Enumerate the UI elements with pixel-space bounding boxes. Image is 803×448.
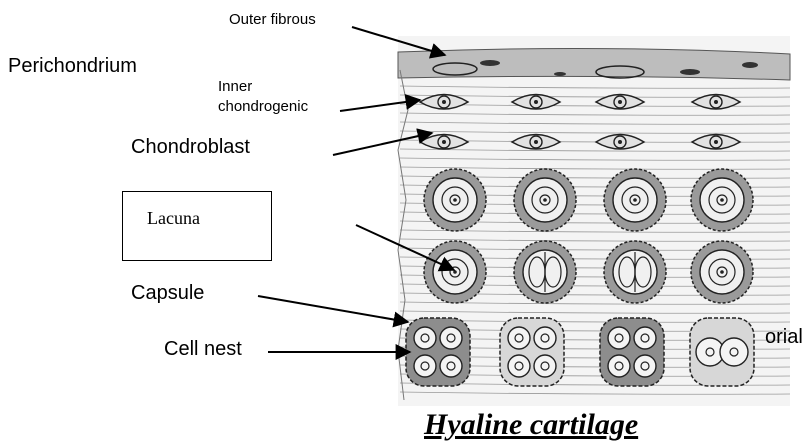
label-outer-fibrous: Outer fibrous [229,12,316,28]
chondrocyte-in-lacuna [691,169,753,231]
chondrocyte-in-lacuna [424,169,486,231]
label-perichondrium: Perichondrium [8,55,137,77]
diagram-title: Hyaline cartilage [424,408,638,442]
label-chondroblast: Chondroblast [131,136,250,158]
chondrocyte-in-lacuna [604,241,666,303]
cell-nest-group [600,318,664,386]
label-cut-off: orial [765,326,803,348]
label-inner-line1: Inner [218,79,252,95]
lacuna-label-box: Lacuna [122,191,272,261]
chondrocyte-in-lacuna [514,241,576,303]
label-inner-line2: chondrogenic [218,99,308,115]
cell-nest-group [406,318,470,386]
label-cell-nest: Cell nest [164,338,242,360]
chondrocyte-in-lacuna [514,169,576,231]
cell-nest-group [690,318,754,386]
arrow-capsule [258,296,408,322]
label-capsule: Capsule [131,282,204,304]
label-lacuna: Lacuna [147,208,200,229]
cell-nest-group [500,318,564,386]
chondrocyte-in-lacuna [424,241,486,303]
chondrocyte-in-lacuna [691,241,753,303]
chondrocyte-in-lacuna [604,169,666,231]
